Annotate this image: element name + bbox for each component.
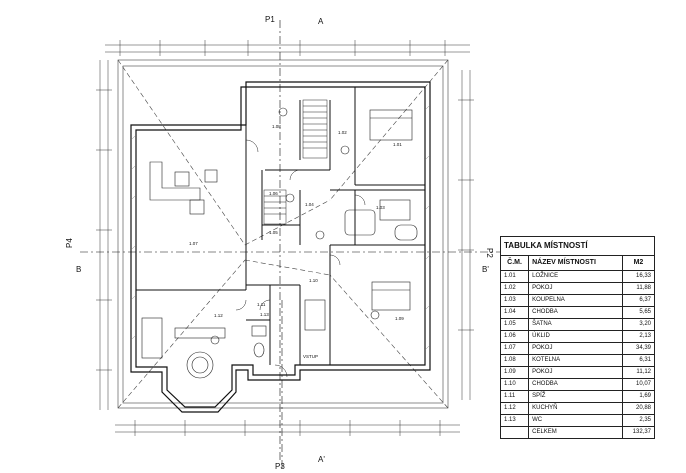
room-name: CHODBA — [528, 378, 623, 391]
room-number: 1.13 — [499, 414, 530, 427]
room-name: POKOJ — [528, 342, 623, 355]
section-labels: P1 P3 P4 P2 A A' B B' — [65, 15, 494, 471]
room-name: POKOJ — [528, 366, 623, 379]
room-area: 11,88 — [621, 282, 656, 295]
entrance-label: VSTUP — [303, 354, 318, 359]
section-label-a: A — [318, 17, 324, 26]
section-label-p4: P4 — [65, 238, 74, 248]
room-labels: 1.01 1.02 1.03 1.04 1.05 1.06 1.07 1.08 … — [189, 124, 404, 359]
room-area: 34,39 — [621, 342, 656, 355]
furniture — [141, 107, 418, 379]
room-area: 3,20 — [621, 318, 656, 331]
room-label: 1.12 — [214, 313, 223, 318]
room-area: 2,35 — [621, 414, 656, 427]
doors — [235, 139, 366, 378]
wall-hatch — [130, 104, 431, 351]
room-schedule-table: TABULKA MÍSTNOSTÍ Č.M. NÁZEV MÍSTNOSTI M… — [499, 236, 656, 439]
room-label: 1.11 — [257, 302, 266, 307]
total-label: CELKEM — [528, 426, 623, 439]
room-area: 20,88 — [621, 402, 656, 415]
column-header: M2 — [621, 255, 656, 271]
room-number: 1.12 — [499, 402, 530, 415]
room-area: 10,07 — [621, 378, 656, 391]
interior-walls — [136, 87, 425, 365]
room-number: 1.10 — [499, 378, 530, 391]
section-label-b-prime: B' — [482, 265, 489, 274]
room-label: 1.09 — [395, 316, 404, 321]
room-name: KUCHYŇ — [528, 402, 623, 415]
room-area: 6,37 — [621, 294, 656, 307]
section-label-a-prime: A' — [318, 455, 325, 464]
room-name: KOTELNA — [528, 354, 623, 367]
room-number: 1.05 — [499, 318, 530, 331]
room-label: 1.01 — [393, 142, 402, 147]
room-name: ÚKLID — [528, 330, 623, 343]
room-label: 1.06 — [269, 191, 278, 196]
room-area: 5,65 — [621, 306, 656, 319]
room-area: 11,12 — [621, 366, 656, 379]
room-number: 1.03 — [499, 294, 530, 307]
room-label: 1.03 — [376, 205, 385, 210]
section-label-b: B — [76, 265, 81, 274]
room-area: 1,69 — [621, 390, 656, 403]
room-number: 1.01 — [499, 270, 530, 283]
room-number: 1.07 — [499, 342, 530, 355]
room-label: 1.04 — [305, 202, 314, 207]
room-label: 1.13 — [260, 312, 269, 317]
room-name: WC — [528, 414, 623, 427]
exterior-walls — [130, 81, 431, 413]
room-label: 1.08 — [272, 124, 281, 129]
room-area: 16,33 — [621, 270, 656, 283]
room-name: LOŽNICE — [528, 270, 623, 283]
room-number: 1.02 — [499, 282, 530, 295]
room-name: POKOJ — [528, 282, 623, 295]
room-name: ŠATNA — [528, 318, 623, 331]
room-number: 1.04 — [499, 306, 530, 319]
room-number: 1.09 — [499, 366, 530, 379]
room-label: 1.10 — [309, 278, 318, 283]
room-number: 1.06 — [499, 330, 530, 343]
room-name: KOUPELNA — [528, 294, 623, 307]
room-name: SPÍŽ — [528, 390, 623, 403]
room-label: 1.07 — [189, 241, 198, 246]
column-header: NÁZEV MÍSTNOSTI — [528, 255, 623, 271]
section-label-p3: P3 — [275, 462, 285, 471]
table-total-row: CELKEM 132,37 — [499, 426, 656, 439]
room-label: 1.05 — [269, 230, 278, 235]
room-number: 1.08 — [499, 354, 530, 367]
staircase — [263, 99, 328, 225]
dimension-lines — [96, 40, 474, 436]
table-title: TABULKA MÍSTNOSTÍ — [500, 236, 655, 256]
room-name: CHODBA — [528, 306, 623, 319]
column-header: Č.M. — [499, 255, 530, 271]
roof-outline — [117, 59, 449, 409]
room-number: 1.11 — [499, 390, 530, 403]
total-value: 132,37 — [621, 426, 656, 439]
room-area: 2,13 — [621, 330, 656, 343]
section-label-p2: P2 — [485, 248, 494, 258]
room-label: 1.02 — [338, 130, 347, 135]
room-area: 6,31 — [621, 354, 656, 367]
section-markers — [80, 20, 500, 470]
section-label-p1: P1 — [265, 15, 275, 24]
